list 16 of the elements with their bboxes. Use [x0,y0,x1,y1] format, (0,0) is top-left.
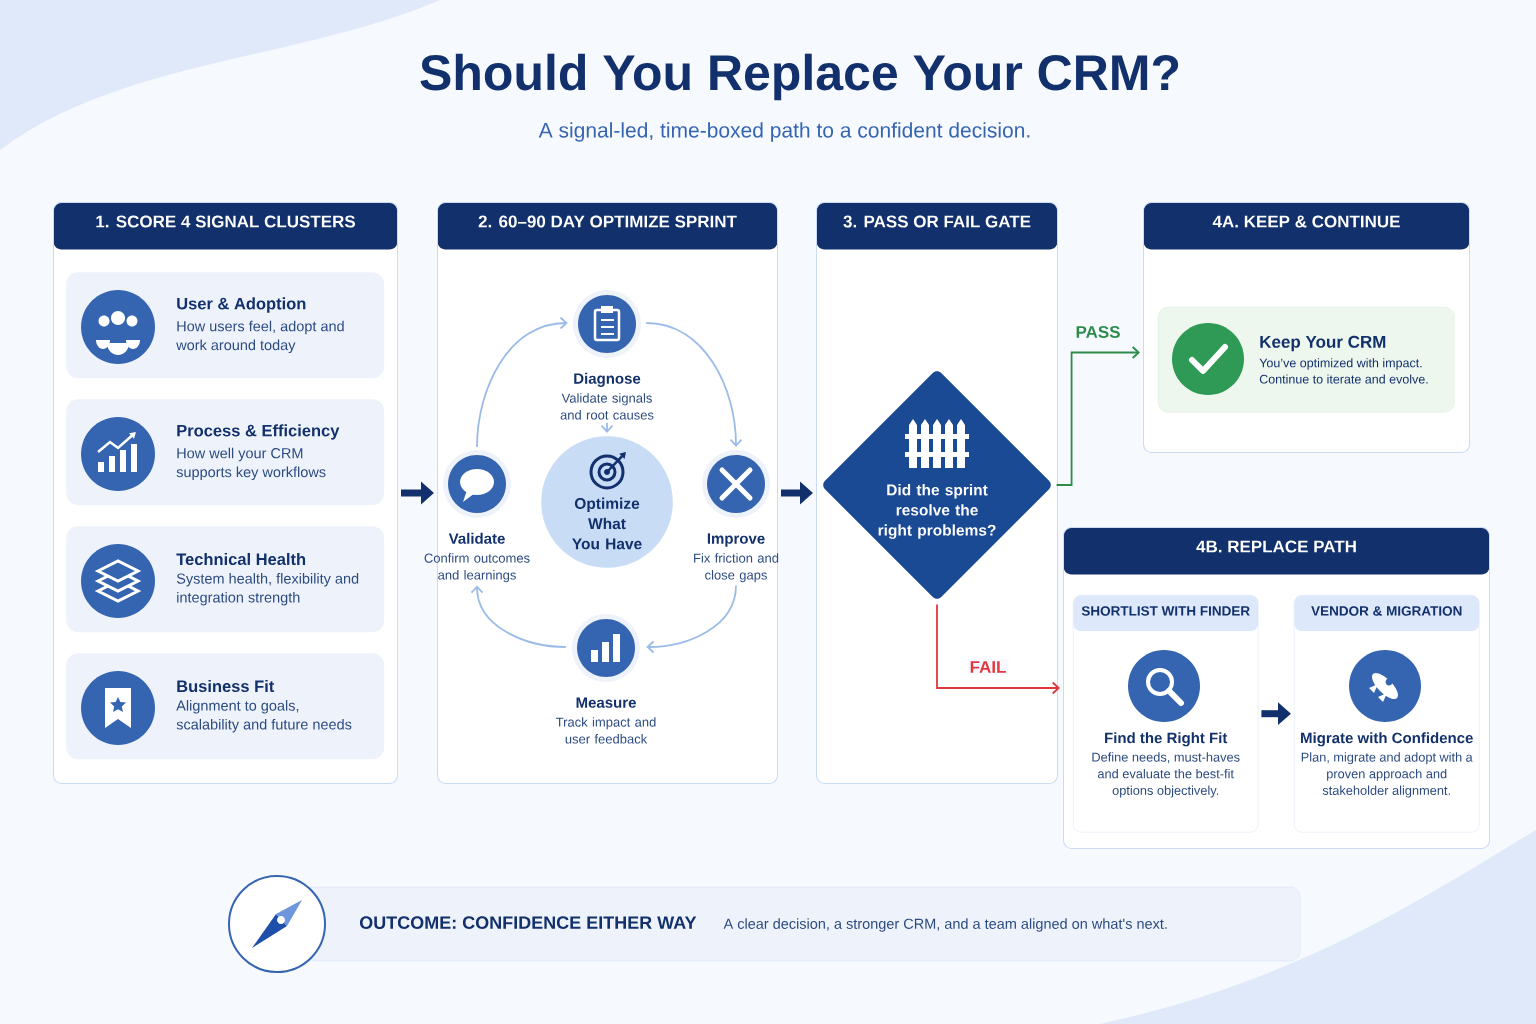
arrow [936,603,1060,695]
arrow [470,585,567,648]
sprint-step: Validate Confirm outcomes and learnings [424,532,530,583]
arrow [645,322,743,447]
step-card: SHORTLIST WITH FINDER Find the Right Fit Define needs, must-haves and evaluate the best-fit options objectively. [1073,595,1259,833]
subtitle: A signal-led, time-boxed path to a confident decision. [538,122,1030,142]
arrow [646,584,737,654]
sprint-step: Diagnose Validate signals and root causes [560,372,654,420]
edge-label: FAIL [967,659,1009,675]
outcome-banner: OUTCOME: CONFIDENCE EITHER WAY A clear decision, a stronger CRM, and a team aligned on what's next. [300,886,1301,962]
sprint-step: Improve Fix friction and close gaps [694,533,779,583]
arrow [476,316,568,448]
title: Should You Replace Your CRM? [420,53,1179,101]
step-card: VENDOR & MIGRATION Migrate with Confidence Plan, migrate and adopt with a proven approach and stakeholder alignment. [1294,595,1480,833]
sprint-step: Measure Track impact and user feedback [556,697,656,744]
arrow [1055,346,1140,486]
